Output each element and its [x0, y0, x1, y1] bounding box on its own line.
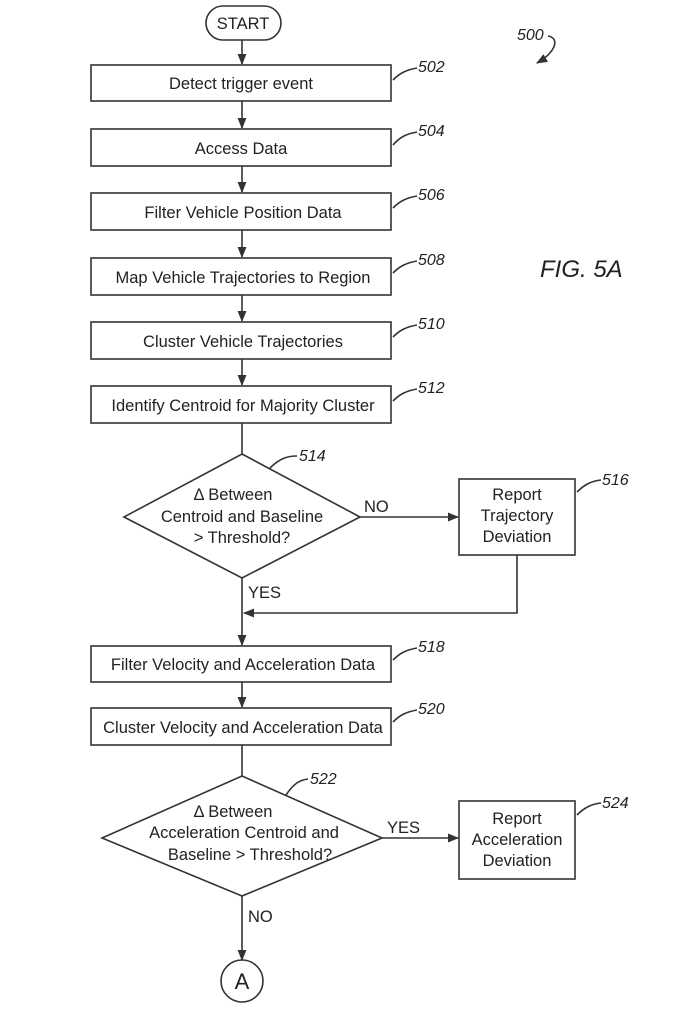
step-516-line-1: Report — [492, 486, 542, 504]
decision-514: Δ Between Centroid and Baseline > Thresh… — [122, 448, 389, 602]
decision-522-yes-label: YES — [387, 819, 420, 837]
step-510-ref: 510 — [418, 316, 445, 333]
decision-514-line-3: > Threshold? — [194, 529, 290, 547]
decision-522-line-1: Δ Between — [194, 803, 273, 821]
step-516: Report Trajectory Deviation 516 — [458, 472, 629, 556]
step-512-ref: 512 — [418, 380, 445, 397]
step-524-line-3: Deviation — [483, 852, 552, 870]
step-504-label: Access Data — [195, 140, 288, 158]
step-504-ref: 504 — [418, 123, 445, 140]
decision-522-no-label: NO — [248, 908, 273, 926]
decision-522-line-3: Baseline > Threshold? — [168, 846, 332, 864]
step-524-ref: 524 — [602, 795, 629, 812]
decision-522: Δ Between Acceleration Centroid and Base… — [99, 771, 420, 926]
step-506-label: Filter Vehicle Position Data — [144, 204, 342, 222]
step-506-ref: 506 — [418, 187, 445, 204]
flow-connectors — [237, 40, 518, 962]
step-520: Cluster Velocity and Acceleration Data 5… — [90, 701, 445, 746]
step-506: Filter Vehicle Position Data 506 — [90, 187, 445, 231]
step-508: Map Vehicle Trajectories to Region 508 — [90, 252, 445, 296]
step-512: Identify Centroid for Majority Cluster 5… — [90, 380, 445, 424]
start-terminal: START — [205, 5, 282, 41]
step-510: Cluster Vehicle Trajectories 510 — [90, 316, 445, 360]
decision-514-line-1: Δ Between — [194, 486, 273, 504]
step-516-line-2: Trajectory — [481, 507, 554, 525]
step-520-ref: 520 — [418, 701, 445, 718]
step-516-ref: 516 — [602, 472, 629, 489]
step-508-ref: 508 — [418, 252, 445, 269]
step-502-label: Detect trigger event — [169, 75, 313, 93]
decision-522-line-2: Acceleration Centroid and — [149, 824, 339, 842]
connector-a-label: A — [235, 969, 250, 994]
decision-514-yes-label: YES — [248, 584, 281, 602]
decision-514-no-label: NO — [364, 498, 389, 516]
connector-a: A — [220, 959, 264, 1003]
step-510-label: Cluster Vehicle Trajectories — [143, 333, 343, 351]
step-524-line-1: Report — [492, 810, 542, 828]
step-512-label: Identify Centroid for Majority Cluster — [111, 397, 375, 415]
figure-title: FIG. 5A — [540, 256, 623, 283]
step-518-ref: 518 — [418, 639, 445, 656]
step-508-label: Map Vehicle Trajectories to Region — [116, 269, 371, 287]
step-518-label: Filter Velocity and Acceleration Data — [111, 656, 376, 674]
step-524: Report Acceleration Deviation 524 — [458, 795, 629, 880]
decision-522-ref: 522 — [310, 771, 337, 788]
step-502-ref: 502 — [418, 59, 445, 76]
step-524-line-2: Acceleration — [472, 831, 563, 849]
step-520-label: Cluster Velocity and Acceleration Data — [103, 719, 384, 737]
figure-ref-500: 500 — [517, 27, 556, 64]
svg-text:500: 500 — [517, 27, 544, 44]
decision-514-line-2: Centroid and Baseline — [161, 508, 323, 526]
start-label: START — [217, 15, 270, 33]
step-502: Detect trigger event 502 — [90, 59, 445, 102]
step-504: Access Data 504 — [90, 123, 445, 167]
step-518: Filter Velocity and Acceleration Data 51… — [90, 639, 445, 683]
decision-514-ref: 514 — [299, 448, 326, 465]
step-516-line-3: Deviation — [483, 528, 552, 546]
